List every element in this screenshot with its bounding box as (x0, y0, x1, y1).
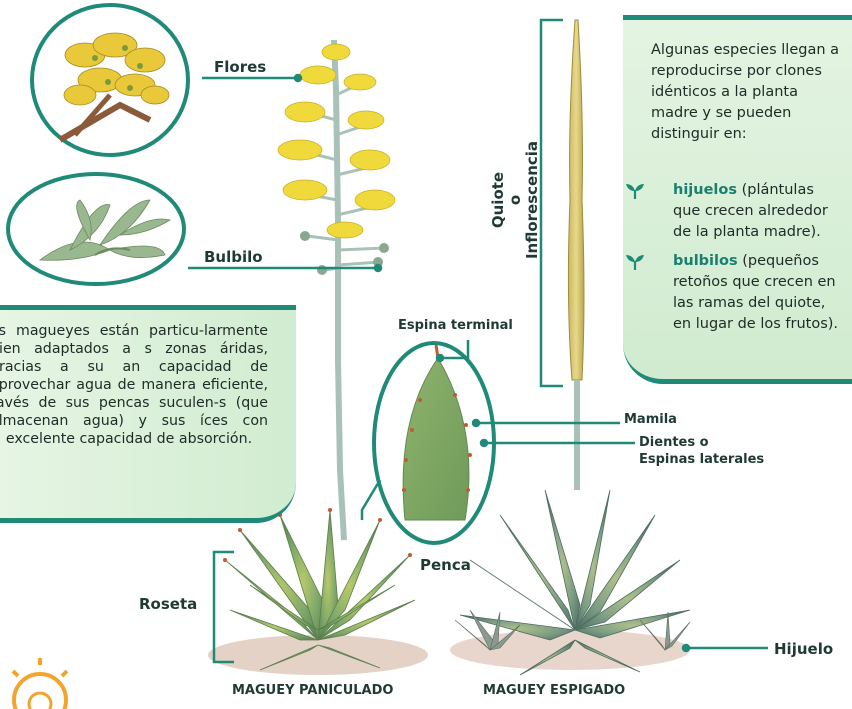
espigado-inflorescence (568, 20, 584, 490)
label-dientes: Dientes o (639, 435, 709, 450)
paniculado-rosette (208, 508, 428, 675)
info-box-reproduction-intro: Algunas especies llegan a reproducirse p… (651, 40, 841, 145)
flowers-illustration (32, 5, 188, 155)
info-box-reproduction: Algunas especies llegan a reproducirse p… (623, 15, 852, 384)
label-flores: Flores (214, 58, 266, 76)
sprout-icon (625, 253, 645, 271)
penca-illustration (374, 343, 494, 543)
label-bulbilo: Bulbilo (204, 248, 263, 266)
label-quiote-inflorescencia: Quiote o Inflorescencia (490, 115, 544, 285)
info-box-adaptation-text: os magueyes están particu-larmente bien … (0, 322, 268, 448)
caption-espigado: MAGUEY ESPIGADO (483, 683, 625, 698)
info-box-adaptation: os magueyes están particu-larmente bien … (0, 305, 296, 523)
label-hijuelo: Hijuelo (774, 640, 833, 658)
label-penca: Penca (420, 556, 471, 574)
term-hijuelos: hijuelos (673, 182, 737, 198)
label-inflorescencia: Inflorescencia (524, 115, 541, 285)
label-o: o (507, 115, 524, 285)
sun-icon (13, 658, 67, 709)
label-mamila: Mamila (624, 412, 677, 427)
term-bulbilos: bulbilos (673, 253, 738, 269)
sprout-icon (625, 182, 645, 200)
label-espinas-laterales: Espinas laterales (639, 452, 764, 467)
espigado-rosette (450, 490, 690, 675)
label-espina-terminal: Espina terminal (398, 318, 513, 333)
label-quiote: Quiote (490, 115, 507, 285)
label-roseta: Roseta (139, 595, 197, 613)
caption-paniculado: MAGUEY PANICULADO (232, 683, 393, 698)
bulbil-illustration (8, 174, 184, 284)
